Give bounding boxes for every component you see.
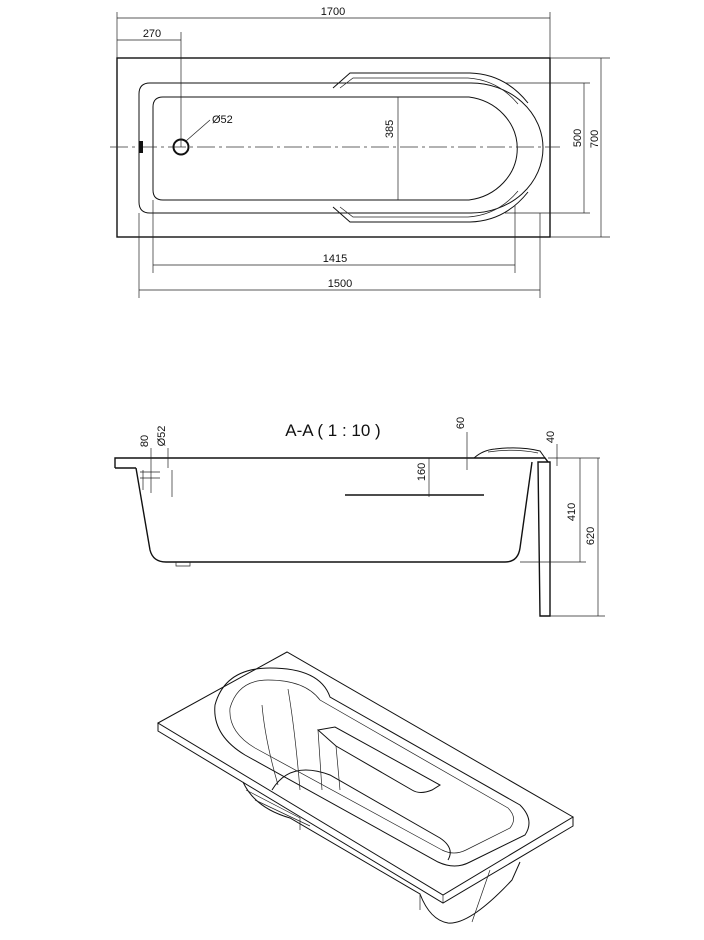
dim-label-160: 160	[416, 463, 428, 481]
section-tub-body	[135, 461, 533, 563]
dim-label-620: 620	[585, 527, 597, 545]
iso-deck	[156, 651, 574, 896]
section-left-flange	[114, 457, 549, 468]
section-title: A-A ( 1 : 10 )	[285, 421, 380, 440]
dim-label-385: 385	[384, 120, 396, 138]
dim-label-270: 270	[143, 28, 161, 40]
dim-label-410: 410	[566, 503, 578, 521]
section-headrest	[473, 447, 546, 459]
dim-label-700: 700	[589, 130, 601, 148]
dim-drain-offset: 270	[117, 28, 182, 147]
dim-rim-drop: 40	[545, 431, 558, 466]
dim-label-1500: 1500	[328, 278, 352, 290]
plan-view: 1700 270 Ø52 385 500 700	[110, 6, 610, 298]
dim-basin-length: 1415	[152, 200, 516, 273]
armrest-groove-bottom	[332, 191, 529, 223]
isometric-view	[156, 651, 574, 924]
armrest-groove-top	[332, 72, 529, 104]
iso-basin-rim	[214, 667, 530, 867]
dim-drain-diameter: Ø52	[185, 114, 233, 142]
tub-outer-outline	[116, 57, 551, 238]
dim-label-80: 80	[139, 435, 151, 447]
iso-armrest	[316, 726, 441, 793]
iso-basin-floor	[271, 769, 451, 861]
section-view: A-A ( 1 : 10 ) 80 Ø52 60	[114, 417, 605, 617]
dim-label-1415: 1415	[323, 253, 347, 265]
overflow-mark	[139, 141, 143, 153]
armrest-groove-bottom-inner	[339, 190, 519, 218]
dim-basin-depth: 410	[520, 457, 600, 563]
tub-basin-outline	[152, 96, 518, 201]
dim-inner-length: 1500	[138, 213, 541, 298]
dim-rim-thickness: 80	[139, 435, 152, 493]
dim-inner-width: 385	[384, 97, 399, 200]
dim-overflow-depth: 160	[416, 458, 430, 497]
dim-section-drain-diameter: Ø52	[156, 426, 169, 468]
dim-total-height: 620	[550, 458, 605, 617]
section-apron	[537, 461, 551, 617]
iso-tub-body	[242, 781, 521, 924]
dim-label-60: 60	[455, 417, 467, 429]
dim-label-1700: 1700	[321, 6, 345, 18]
armrest-groove-top-inner	[339, 77, 519, 105]
dim-label-40: 40	[545, 431, 557, 443]
dim-headrest-height: 60	[455, 417, 468, 470]
dim-overall-length: 1700	[116, 6, 551, 58]
dim-outer-width: 700	[550, 57, 610, 238]
dim-label-d52-plan: Ø52	[212, 114, 233, 126]
dim-rim-width: 500	[505, 82, 590, 214]
tub-rim-outline	[138, 82, 544, 214]
dim-label-500: 500	[572, 129, 584, 147]
dim-label-d52-section: Ø52	[156, 426, 168, 447]
